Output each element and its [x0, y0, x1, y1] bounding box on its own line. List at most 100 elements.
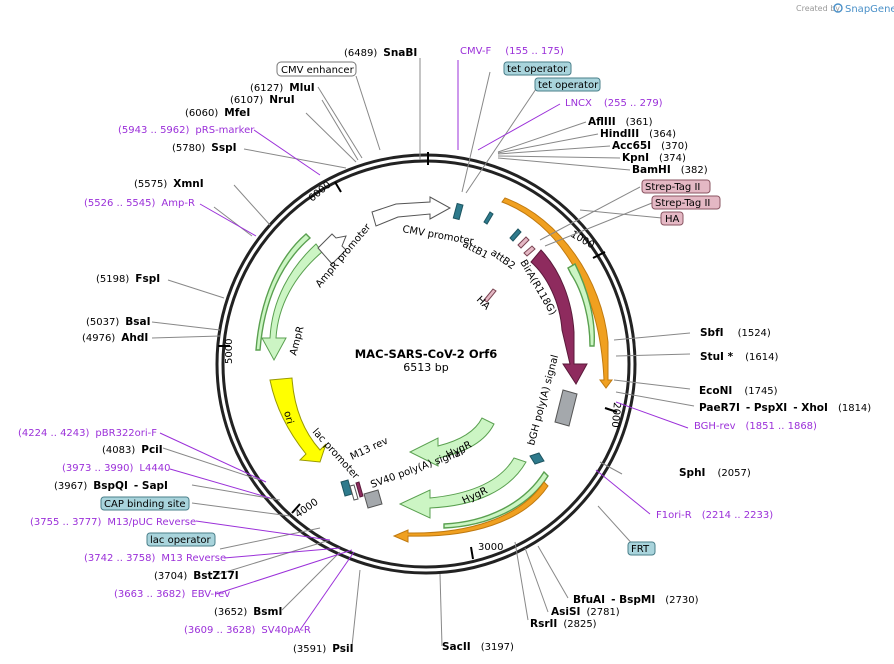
enzyme-sbfi: SbfI(1524): [700, 327, 771, 339]
box-strep-tag-2: [651, 195, 721, 210]
plasmid-size: 6513 bp: [403, 361, 448, 374]
enzyme-asisi: AsiSI(2781): [551, 606, 620, 618]
primer-prs-marker: (5943 .. 5962)pRS-marker: [118, 125, 255, 136]
box-tet-operator-1: [503, 61, 572, 76]
box-strep-tag-1: [641, 179, 711, 194]
ha-marker: [483, 288, 497, 303]
primer-cmv-f: CMV-F(155 .. 175): [460, 46, 564, 57]
enzyme-bspqi: (3967)BspQI- SapI: [54, 480, 168, 492]
tick-label-3000: 3000: [478, 542, 503, 553]
bira-arrow: [530, 249, 588, 385]
primer-f1ori-r: F1ori-R(2214 .. 2233): [656, 510, 773, 521]
enzyme-sspi: (5780)SspI: [172, 142, 237, 154]
enzyme-paer7i: PaeR7I- PspXI- XhoI(1814): [699, 402, 871, 414]
cap-site-marker: [355, 481, 364, 498]
backbone-inner: [221, 159, 631, 569]
enzyme-afliii: AflIII(361): [588, 116, 653, 128]
enzyme-psii: (3591)PsiI: [293, 643, 354, 655]
box-lac-operator: [146, 532, 216, 547]
primer-sv40pa-r: (3609 .. 3628)SV40pA-R: [184, 625, 311, 636]
tick-1000: [592, 251, 606, 259]
hygr-arrow-lower: [398, 457, 527, 519]
label-cmv-enhancer: CMV enhancer: [281, 65, 355, 76]
frt-marker: [529, 452, 545, 465]
bgh-polya-box: [554, 389, 578, 427]
credit-logo: SnapGene: [845, 4, 894, 15]
enzyme-sacii: SacII(3197): [442, 641, 514, 653]
label-tet-operator-2: tet operator: [538, 80, 599, 91]
label-strep-tag-2: Strep-Tag II: [655, 198, 710, 209]
label-ampr: AmpR: [288, 325, 306, 357]
box-tet-operator-2: [534, 77, 601, 92]
label-strep-tag-1: Strep-Tag II: [645, 182, 700, 193]
enzyme-hindiii: HindIII(364): [600, 128, 676, 140]
box-frt: [627, 541, 656, 556]
primer-bgh-rev: BGH-rev(1851 .. 1868): [694, 421, 817, 432]
cmv-promoter-arrow: [371, 196, 452, 227]
label-tet-operator-1: tet operator: [507, 64, 568, 75]
enzyme-stui: StuI *(1614): [700, 351, 778, 363]
label-ampr-promoter: AmpR promoter: [314, 221, 374, 290]
label-frt: FRT: [631, 544, 650, 555]
enzyme-kpni: KpnI(374): [622, 152, 686, 164]
label-attb1: attB1: [461, 239, 490, 261]
connector-lines: [151, 58, 695, 647]
tick-6000: [334, 181, 342, 193]
label-cap-binding-site: CAP binding site: [104, 499, 186, 510]
primer-m13-reverse: (3742 .. 3758)M13 Reverse: [84, 553, 226, 564]
box-cap-binding-site: [100, 496, 190, 511]
primer-amp-r: (5526 .. 5545)Amp-R: [84, 198, 195, 209]
green-arc-lower: [443, 470, 549, 529]
snapgene-logo-icon: [833, 3, 843, 13]
box-ha: [660, 211, 684, 226]
tick-4000: [291, 503, 301, 514]
hygr-arrow-upper: [408, 417, 495, 467]
tick-label-2000: 2000: [609, 402, 622, 428]
label-ha-box: HA: [665, 214, 680, 225]
tick-label-5000: 5000: [224, 339, 235, 364]
orf-arc-right: [501, 197, 613, 389]
backbone-outer: [215, 153, 637, 575]
enzyme-xmni: (5575)XmnI: [134, 178, 204, 190]
label-attb2: attB2: [488, 247, 517, 272]
position-ticks: [218, 152, 618, 560]
primer-ebv-rev: (3663 .. 3682)EBV-rev: [114, 589, 230, 600]
enzyme-bamhi: BamHI(382): [632, 164, 708, 176]
enzyme-snabi: (6489)SnaBI: [344, 47, 417, 59]
label-ori: ori: [281, 410, 295, 425]
enzyme-mfei: (6060)MfeI: [185, 107, 250, 119]
ampr-promoter-arrow: [317, 233, 347, 265]
enzyme-acc65i: Acc65I(370): [612, 140, 688, 152]
primer-m13-puc-reverse: (3755 .. 3777)M13/pUC Reverse: [30, 517, 196, 528]
enzyme-nrui: (6107)NruI: [230, 94, 295, 106]
tick-2000: [604, 407, 618, 413]
strep-tag-marker-1: [517, 236, 530, 249]
enzyme-bfuai: BfuAI- BspMI(2730): [573, 594, 699, 606]
sv40-polya-box: [363, 489, 383, 509]
enzyme-mlui: (6127)MluI: [250, 82, 315, 94]
box-cmv-enhancer: [276, 61, 357, 77]
green-arc-right: [567, 263, 596, 347]
tick-3000: [470, 546, 474, 560]
attb2-marker: [509, 228, 522, 242]
enzyme-bsmi: (3652)BsmI: [214, 606, 282, 618]
lac-promoter-marker: [349, 484, 359, 501]
tick-label-4000: 4000: [293, 497, 320, 521]
attb1-marker: [483, 211, 494, 225]
label-bgh-polya: bGH poly(A) signal: [526, 354, 561, 447]
enzyme-pcii: (4083)PciI: [102, 444, 163, 456]
enzyme-bstz17i: (3704)BstZ17I: [154, 570, 239, 582]
primer-pbr322ori-f: (4224 .. 4243)pBR322ori-F: [18, 428, 157, 439]
enzyme-rsrii: RsrII(2825): [530, 618, 597, 630]
label-lac-operator: lac operator: [150, 535, 211, 546]
label-m13-rev: M13 rev: [349, 436, 390, 463]
primer-lncx: LNCX(255 .. 279): [565, 98, 663, 109]
enzyme-econi: EcoNI(1745): [699, 385, 778, 397]
ori-arrow: [269, 377, 327, 463]
credit-text: Created by: [796, 4, 840, 13]
plasmid-name: MAC-SARS-CoV-2 Orf6: [355, 347, 498, 361]
enzyme-bsai: (5037)BsaI: [86, 316, 151, 328]
ampr-green-arc: [255, 233, 312, 351]
enzyme-ahdi: (4976)AhdI: [82, 332, 148, 344]
enzyme-sphi: SphI(2057): [679, 467, 751, 479]
